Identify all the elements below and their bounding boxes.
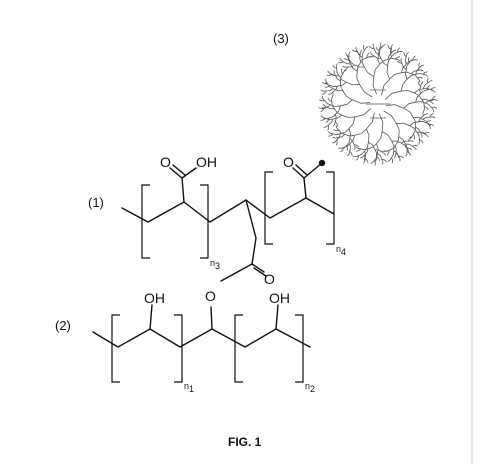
atom-hydroxyl-1: OH — [144, 290, 165, 306]
label-part-3: (3) — [273, 31, 289, 46]
subscript-n4-letter: n — [336, 244, 341, 254]
dendrimer — [318, 42, 438, 166]
subscript-n1: n1 — [184, 381, 194, 394]
backbone-2 — [92, 304, 311, 348]
subscript-n2-letter: n — [305, 381, 310, 391]
atom-ester-o: O — [205, 288, 216, 304]
bracket-n3-left — [141, 184, 150, 259]
subscript-n1-letter: n — [184, 381, 189, 391]
subscript-n2: n2 — [305, 381, 315, 394]
bracket-n2-right — [295, 314, 304, 383]
dendrimer-branches — [318, 42, 438, 166]
subscript-n4-index: 4 — [341, 247, 346, 257]
atom-hydroxyl-2: OH — [269, 290, 290, 306]
subscript-n3-index: 3 — [215, 261, 220, 271]
subscript-n4: n4 — [336, 244, 346, 257]
figure-caption: FIG. 1 — [228, 435, 262, 449]
subscript-n3-letter: n — [210, 258, 215, 268]
bracket-n1-left — [111, 314, 120, 383]
atom-ketone-o: O — [283, 154, 294, 170]
subscript-n1-index: 1 — [189, 384, 194, 394]
bracket-n4-right — [326, 171, 335, 245]
atom-carboxyl-oh: OH — [196, 154, 217, 170]
label-part-2: (2) — [55, 318, 71, 333]
bracket-n4-left — [264, 171, 273, 245]
bracket-n1-right — [174, 314, 183, 383]
subscript-n2-index: 2 — [310, 384, 315, 394]
atom-carboxyl-o: O — [160, 154, 171, 170]
backbone-1 — [121, 162, 335, 282]
atom-ester-carbonyl-o: O — [264, 271, 275, 287]
subscript-n3: n3 — [210, 258, 220, 271]
bracket-n2-left — [234, 314, 243, 383]
bracket-n3-right — [200, 184, 209, 259]
label-part-1: (1) — [88, 195, 104, 210]
